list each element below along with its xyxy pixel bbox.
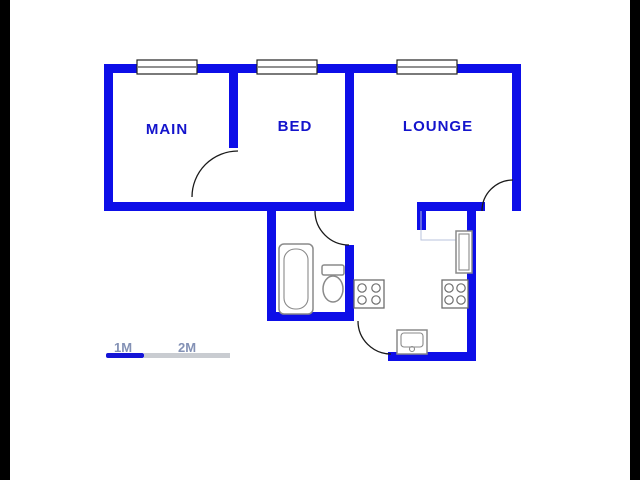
bottom-wall-left [104, 202, 354, 211]
right-frame-bar [630, 0, 640, 480]
bathroom-door-arc [314, 210, 350, 246]
fridge-icon [455, 230, 473, 274]
bathtub-icon [278, 243, 314, 315]
bottom-wall-right [417, 202, 485, 211]
bathroom-left-wall [267, 211, 276, 321]
stove-body [441, 279, 469, 309]
stove-icon [353, 279, 385, 309]
windows [136, 59, 458, 75]
bathtub-outer [278, 243, 314, 315]
laundry-bottom-wall [388, 352, 476, 361]
lounge-door-arc [481, 179, 514, 212]
bathtub-inner [283, 248, 309, 310]
sink-icon [396, 329, 428, 355]
toilet-icon [321, 264, 345, 303]
kitchen-right-wall [467, 211, 476, 361]
scale-bar [106, 353, 230, 358]
left-wall [104, 64, 113, 211]
toilet-bowl [322, 275, 344, 303]
room-label-lounge: LOUNGE [402, 118, 474, 135]
stove-icon-2 [441, 279, 469, 309]
sink-drain [408, 345, 416, 353]
main-door-arc [191, 150, 239, 198]
counter-line [420, 211, 456, 241]
walls [104, 64, 521, 361]
scale-label-2m: 2M [177, 340, 197, 355]
doors [191, 150, 514, 355]
bathroom-right-wall [345, 245, 354, 321]
laundry-door-arc [357, 320, 392, 355]
scale-bar-gray-segment [144, 353, 230, 358]
room-label-bed: BED [277, 118, 313, 135]
bed-lounge-divider-wall [345, 64, 354, 211]
toilet-tank [321, 264, 345, 276]
fridge-outer [455, 230, 473, 274]
scale-bar-blue-segment [106, 353, 144, 358]
left-frame-bar [0, 0, 10, 480]
right-wall [512, 64, 521, 211]
main-bed-divider-wall [229, 64, 238, 148]
stove-body [353, 279, 385, 309]
bathroom-bottom-wall [267, 312, 354, 321]
fridge-inner [458, 233, 470, 271]
scale-label-1m: 1M [113, 340, 133, 355]
room-label-main: MAIN [145, 121, 189, 138]
